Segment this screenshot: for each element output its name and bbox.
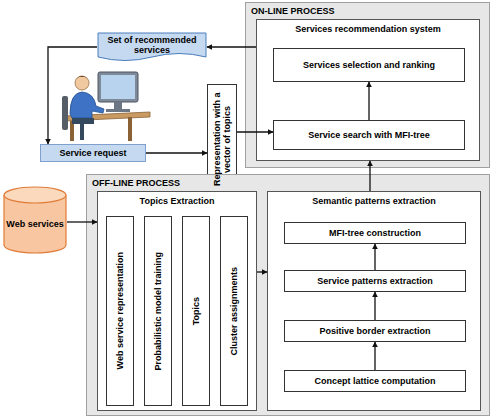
process-group: Topics ExtractionWeb service representat… <box>97 191 257 411</box>
node-label: Semantic patterns extraction <box>268 196 480 206</box>
node-label: Concept lattice computation <box>311 376 438 386</box>
process-region: OFF-LINE PROCESS Topics ExtractionWeb ser… <box>86 174 490 416</box>
vertical-box: Cluster assignments <box>220 216 248 406</box>
flow-arrow <box>146 152 207 153</box>
node-label: Web service representation <box>115 252 125 369</box>
process-box: Service search with MFI-tree <box>273 120 465 150</box>
node-label: Services selection and ranking <box>300 60 438 70</box>
process-box: Positive border extraction <box>284 320 466 342</box>
node-label: Positive border extraction <box>316 326 433 336</box>
vertical-box: Topics <box>182 216 210 406</box>
process-box: Concept lattice computation <box>284 370 466 392</box>
node-label: Set of recommended services <box>97 35 207 56</box>
node-label: Services recommendation system <box>257 24 479 34</box>
node-label: Cluster assignments <box>229 267 239 356</box>
process-box: Service patterns extraction <box>284 270 466 292</box>
database-cylinder: Web services <box>3 186 67 254</box>
node-label: MFI-tree construction <box>326 228 424 238</box>
vertical-box: Web service representation <box>106 216 134 406</box>
process-group: Services recommendation systemServices s… <box>256 19 480 161</box>
request-box: Service request <box>40 144 146 162</box>
node-label: Representation with a vector of topics <box>212 88 233 190</box>
process-box: MFI-tree construction <box>284 222 466 244</box>
node-label: Service request <box>56 148 129 158</box>
process-region: ON-LINE PROCESS Services recommendation s… <box>245 2 490 168</box>
node-label: Topics Extraction <box>98 196 256 206</box>
vertical-box: Probabilistic model training <box>144 216 172 406</box>
process-group: Semantic patterns extractionMFI-tree con… <box>267 191 481 411</box>
user-illustration <box>58 66 152 144</box>
node-label: Service search with MFI-tree <box>305 130 433 140</box>
vertical-box: Representation with a vector of topics <box>207 84 237 194</box>
node-label: OFF-LINE PROCESS <box>92 178 180 188</box>
node-label: Probabilistic model training <box>153 252 163 371</box>
process-box: Services selection and ranking <box>273 48 465 82</box>
node-label: Web services <box>3 219 66 229</box>
node-label: Topics <box>191 297 201 325</box>
document-shape: Set of recommended services <box>97 32 207 63</box>
node-label: Service patterns extraction <box>314 276 436 286</box>
node-label: ON-LINE PROCESS <box>251 6 335 16</box>
